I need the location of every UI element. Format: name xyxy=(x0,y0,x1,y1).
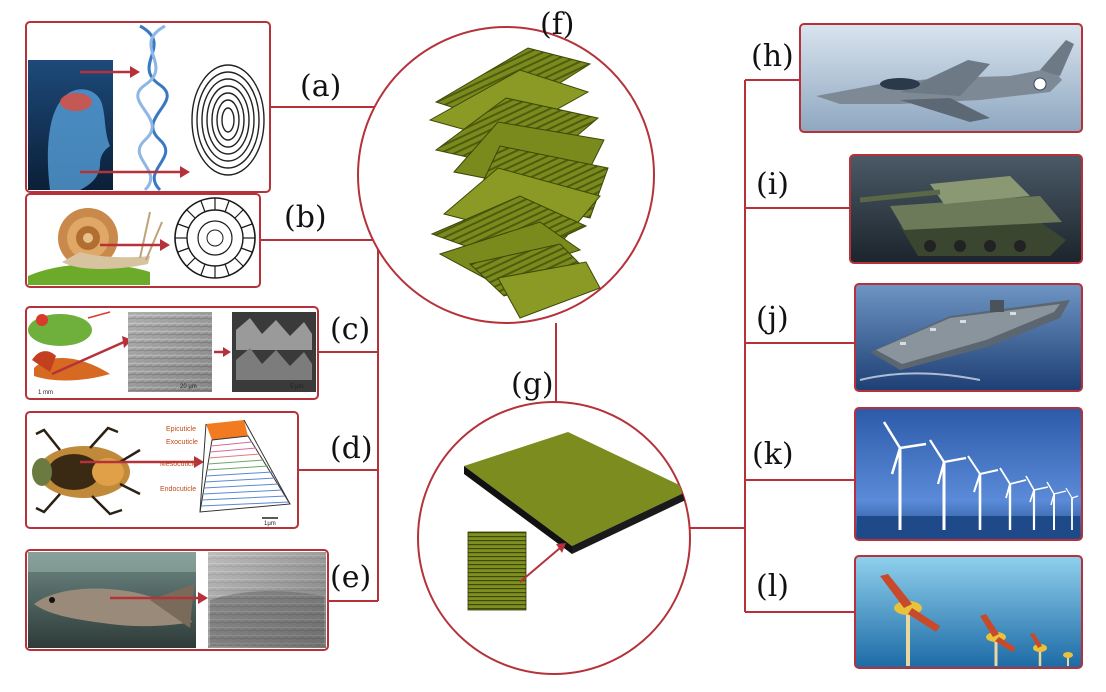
head-silhouette-icon xyxy=(28,60,113,190)
panel-d: Epicuticle Exocuticle Mesocuticle Endocu… xyxy=(25,411,299,529)
panel-h xyxy=(799,23,1083,133)
panel-l xyxy=(854,555,1083,669)
fighter-jet-icon xyxy=(816,40,1074,122)
laminate-plate xyxy=(464,432,690,554)
aircraft-carrier-icon xyxy=(859,300,1070,381)
label-k: (k) xyxy=(752,437,794,472)
svg-text:1 mm: 1 mm xyxy=(38,390,53,396)
micrograph-icon xyxy=(208,552,326,648)
label-a: (a) xyxy=(300,69,342,104)
label-f: (f) xyxy=(540,7,575,42)
right-connector-tree xyxy=(690,79,855,613)
laminate-stack-inset xyxy=(467,531,527,611)
fish-icon xyxy=(28,552,196,648)
cuticle-pyramid-icon: Epicuticle Exocuticle Mesocuticle Endocu… xyxy=(160,419,291,527)
label-epicuticle: Epicuticle xyxy=(166,426,196,433)
ammonite-shell-icon xyxy=(174,197,256,279)
helicoid-structure xyxy=(428,47,609,319)
label-l: (l) xyxy=(756,569,790,604)
panel-a xyxy=(25,21,271,193)
panel-f xyxy=(357,26,655,324)
label-g: (g) xyxy=(511,367,554,402)
svg-text:20 μm: 20 μm xyxy=(180,384,197,390)
label-c: (c) xyxy=(330,312,371,347)
label-exocuticle: Exocuticle xyxy=(166,439,198,446)
fingerprint-icon xyxy=(191,64,265,176)
scale-bar-label: 1μm xyxy=(264,521,276,527)
panel-g xyxy=(417,401,691,675)
micrograph-icon: 20 μm xyxy=(128,312,212,392)
svg-text:5 μm: 5 μm xyxy=(290,384,303,390)
beetle-icon xyxy=(32,426,141,516)
dna-helix-icon xyxy=(136,24,169,192)
panel-c: 1 mm 20 μm 5 μm xyxy=(25,306,319,400)
label-e: (e) xyxy=(330,560,372,595)
tidal-turbine-icon xyxy=(880,574,1073,666)
label-endocuticle: Endocuticle xyxy=(160,486,196,493)
panel-k xyxy=(854,407,1083,541)
tank-icon xyxy=(859,176,1066,256)
label-j: (j) xyxy=(756,301,789,336)
wind-turbine-icon xyxy=(882,421,1079,530)
label-i: (i) xyxy=(756,167,790,202)
micrograph-icon: 5 μm xyxy=(232,312,316,392)
label-b: (b) xyxy=(284,200,327,235)
panel-e xyxy=(25,549,329,651)
label-mesocuticle: Mesocuticle xyxy=(160,461,197,468)
panel-j xyxy=(854,283,1083,392)
label-d: (d) xyxy=(330,431,373,466)
label-h: (h) xyxy=(751,39,794,74)
snail-icon xyxy=(58,208,163,269)
panel-i xyxy=(849,154,1083,264)
panel-b xyxy=(25,193,261,288)
